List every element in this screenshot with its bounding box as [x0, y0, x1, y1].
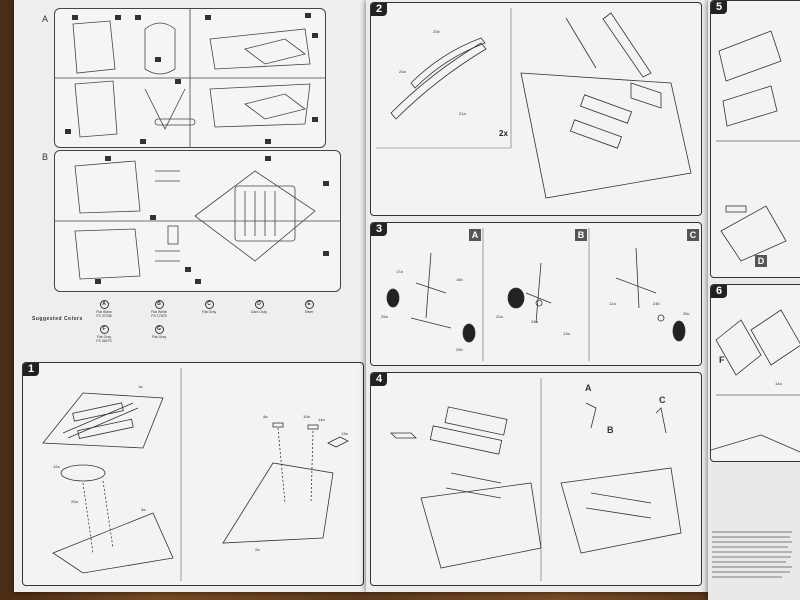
color-swatch: E Silver [294, 300, 324, 314]
step-number: 2 [371, 3, 387, 16]
step-4-drawing [390, 378, 682, 581]
part-label: 22a [496, 314, 503, 319]
color-name: Silver [304, 310, 314, 314]
step-number: 1 [23, 363, 39, 376]
sprue-b [54, 150, 341, 292]
part-label: 14a [318, 417, 325, 422]
part-label: 20a [399, 69, 406, 74]
color-code: FS 36270 [96, 339, 112, 343]
step-6-panel: 6 F 14a [710, 284, 800, 462]
color-code: FS 17875 [151, 314, 167, 318]
color-swatch: B Flat White FS 17875 [144, 300, 174, 318]
color-name: Flat Gray [151, 335, 167, 339]
part-label: 24b [653, 301, 660, 306]
suggested-colors-title: Suggested Colors [32, 316, 83, 322]
part-label: 12a [609, 301, 616, 306]
step-3-drawing: 17a 16b 25a 25b 22a 24a 13a 12a 24b 25c [381, 228, 689, 361]
color-letter: C [204, 300, 214, 309]
color-name: Flat Black [96, 310, 112, 314]
part-label: 20b [433, 29, 440, 34]
color-name: Flat Gray [96, 335, 112, 339]
step-1-drawing: 1a 12a 20a 3a 4a 13a 10a 14a 2a [42, 368, 349, 581]
instructions-text-block [712, 528, 796, 588]
view-label: A [585, 383, 592, 393]
part-label: 10a [303, 414, 310, 419]
color-letter: E [304, 300, 314, 309]
part-label: 13a [563, 331, 570, 336]
step-5-drawing [716, 30, 800, 262]
step-1-panel: 1 1a 12a 20a 3a [22, 362, 364, 586]
part-label: 4a [263, 414, 268, 419]
color-letter: D [254, 300, 264, 309]
part-label: 17a [396, 269, 403, 274]
view-label: C [659, 395, 666, 405]
color-name: Dark Gray [251, 310, 267, 314]
part-label: 12a [53, 464, 60, 469]
step-6-drawing: 14a [711, 309, 800, 453]
view-label: D [755, 255, 767, 267]
sprue-a [54, 8, 326, 148]
part-label: 3a [141, 507, 146, 512]
part-label: 20a [71, 499, 78, 504]
step-number: 6 [711, 285, 727, 298]
step-number: 5 [711, 1, 727, 14]
view-label: A [469, 229, 481, 241]
part-label: 21a [459, 111, 466, 116]
part-label: 25a [381, 314, 388, 319]
right-page: 5 D 6 F 14a [708, 0, 800, 600]
color-swatch: C Flat Gray [194, 300, 224, 314]
left-page: A [14, 0, 366, 592]
sprue-b-drawing [55, 156, 340, 284]
step-3-panel: 3 A B C 17a 16b 25a 25b [370, 222, 702, 366]
color-swatch: A Flat Black FS 37038 [89, 300, 119, 318]
view-label: C [687, 229, 699, 241]
part-label: 2a [255, 547, 260, 552]
color-letter: F [99, 325, 109, 334]
step-4-panel: 4 A B C [370, 372, 702, 586]
color-name: Flat White [151, 310, 167, 314]
color-letter: B [154, 300, 164, 309]
step-2-panel: 2 2x 20b 20a 21a [370, 2, 702, 216]
part-label: 14a [775, 381, 782, 386]
color-code: FS 37038 [96, 314, 112, 318]
part-label: 24a [531, 319, 538, 324]
text-lines-drawing [712, 531, 792, 578]
part-label: 1a [138, 384, 143, 389]
middle-page: 2 2x 20b 20a 21a 3 A B C [366, 0, 708, 592]
step-number: 3 [371, 223, 387, 236]
part-label: 13a [341, 431, 348, 436]
view-label: F [719, 355, 725, 365]
step-5-panel: 5 D [710, 0, 800, 278]
view-label: B [607, 425, 614, 435]
color-swatch: D Dark Gray [244, 300, 274, 314]
color-swatch: F Flat Gray FS 36270 [89, 325, 119, 343]
color-letter: G [154, 325, 164, 334]
color-letter: A [99, 300, 109, 309]
step-2-drawing: 20b 20a 21a [376, 8, 692, 199]
step-number: 4 [371, 373, 387, 386]
part-label: 16b [456, 277, 463, 282]
part-label: 25b [456, 347, 463, 352]
color-swatch: G Flat Gray [144, 325, 174, 339]
sprue-a-drawing [55, 9, 325, 147]
part-label: 25c [683, 311, 689, 316]
color-name: Flat Gray [201, 310, 217, 314]
view-label: B [575, 229, 587, 241]
sprue-b-label: B [42, 152, 49, 162]
multiplier-label: 2x [499, 129, 508, 138]
sprue-a-label: A [42, 14, 49, 24]
